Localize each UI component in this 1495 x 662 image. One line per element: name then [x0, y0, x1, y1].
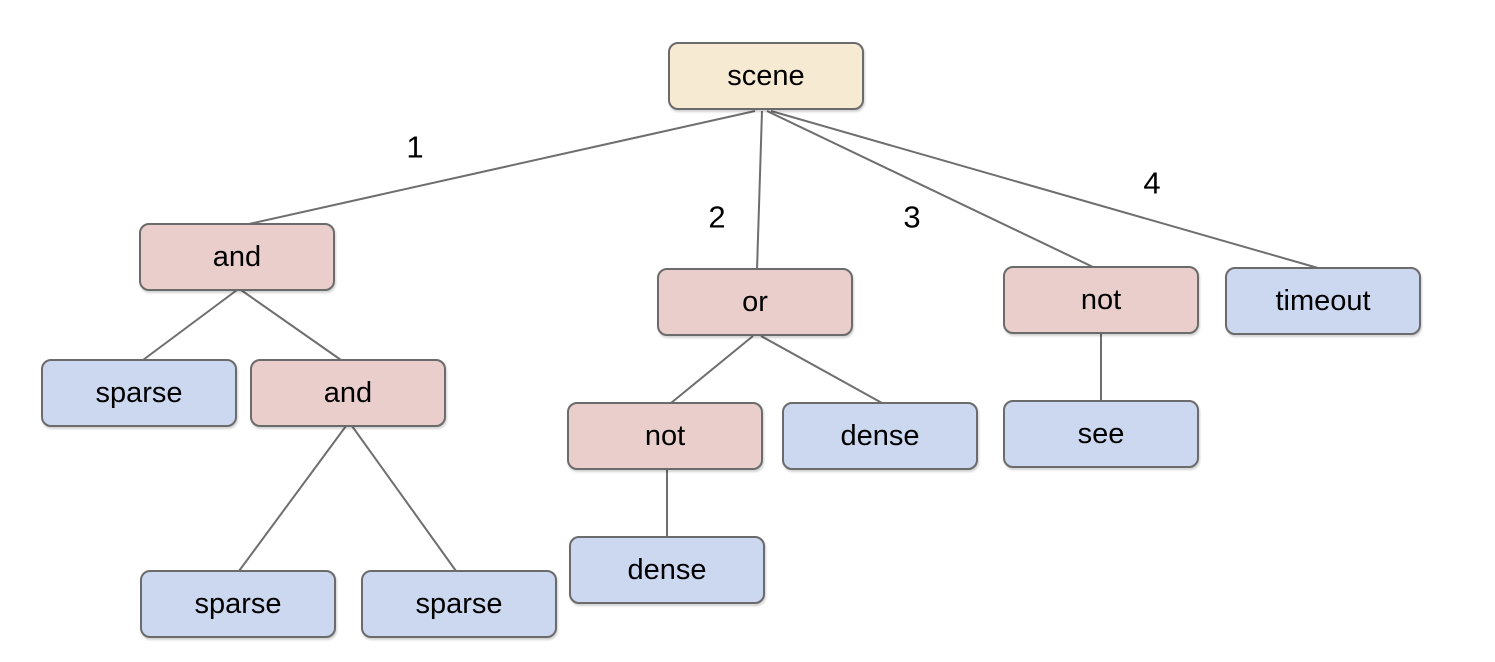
node-not-1: not	[1003, 266, 1199, 334]
node-sparse-2: sparse	[140, 570, 336, 638]
node-scene: scene	[668, 42, 864, 110]
node-sparse-3: sparse	[361, 570, 557, 638]
node-sparse-1: sparse	[41, 359, 237, 427]
edge-scene-or	[756, 110, 763, 271]
edge-label-3: 3	[903, 199, 921, 235]
edge-label-2: 2	[708, 199, 726, 235]
edge-label-4: 4	[1143, 165, 1161, 201]
node-and-2: and	[250, 359, 446, 427]
edge-and-sparse	[142, 289, 238, 361]
node-and-1: and	[139, 223, 335, 291]
edge-and-and	[240, 289, 342, 361]
edge-scene-and	[239, 110, 756, 227]
node-or-1: or	[657, 268, 853, 336]
edge-or-dense	[760, 335, 883, 404]
edge-scene-not	[766, 110, 1094, 268]
edge-or-not	[670, 335, 754, 404]
node-timeout-1: timeout	[1225, 267, 1421, 335]
edge-scene-timeout	[770, 110, 1319, 269]
edge-and2-sparse3	[351, 425, 457, 572]
node-see-1: see	[1003, 400, 1199, 468]
edge-label-1: 1	[406, 129, 424, 165]
node-not-2: not	[567, 402, 763, 470]
node-dense-1: dense	[782, 402, 978, 470]
node-dense-2: dense	[569, 536, 765, 604]
edge-and2-sparse2	[238, 425, 347, 572]
